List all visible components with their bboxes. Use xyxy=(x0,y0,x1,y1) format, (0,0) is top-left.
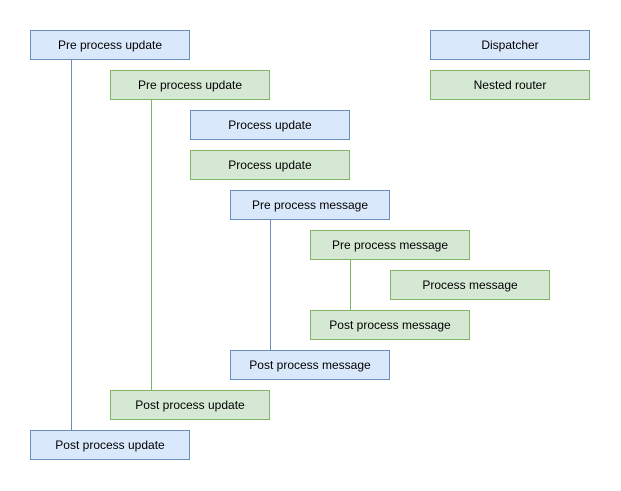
node-router-post-process-update: Post process update xyxy=(110,390,270,420)
node-router-process-message: Process message xyxy=(390,270,550,300)
connector-router-update xyxy=(151,100,152,390)
node-dispatcher-pre-process-update: Pre process update xyxy=(30,30,190,60)
node-router-pre-process-update: Pre process update xyxy=(110,70,270,100)
node-dispatcher-post-process-update: Post process update xyxy=(30,430,190,460)
legend-dispatcher: Dispatcher xyxy=(430,30,590,60)
node-router-post-process-message: Post process message xyxy=(310,310,470,340)
node-dispatcher-pre-process-message: Pre process message xyxy=(230,190,390,220)
legend-nested-router: Nested router xyxy=(430,70,590,100)
connector-router-message xyxy=(350,260,351,310)
connector-dispatcher-message xyxy=(270,220,271,350)
node-router-process-update: Process update xyxy=(190,150,350,180)
node-dispatcher-post-process-message: Post process message xyxy=(230,350,390,380)
connector-dispatcher-update xyxy=(71,60,72,430)
node-router-pre-process-message: Pre process message xyxy=(310,230,470,260)
node-dispatcher-process-update: Process update xyxy=(190,110,350,140)
